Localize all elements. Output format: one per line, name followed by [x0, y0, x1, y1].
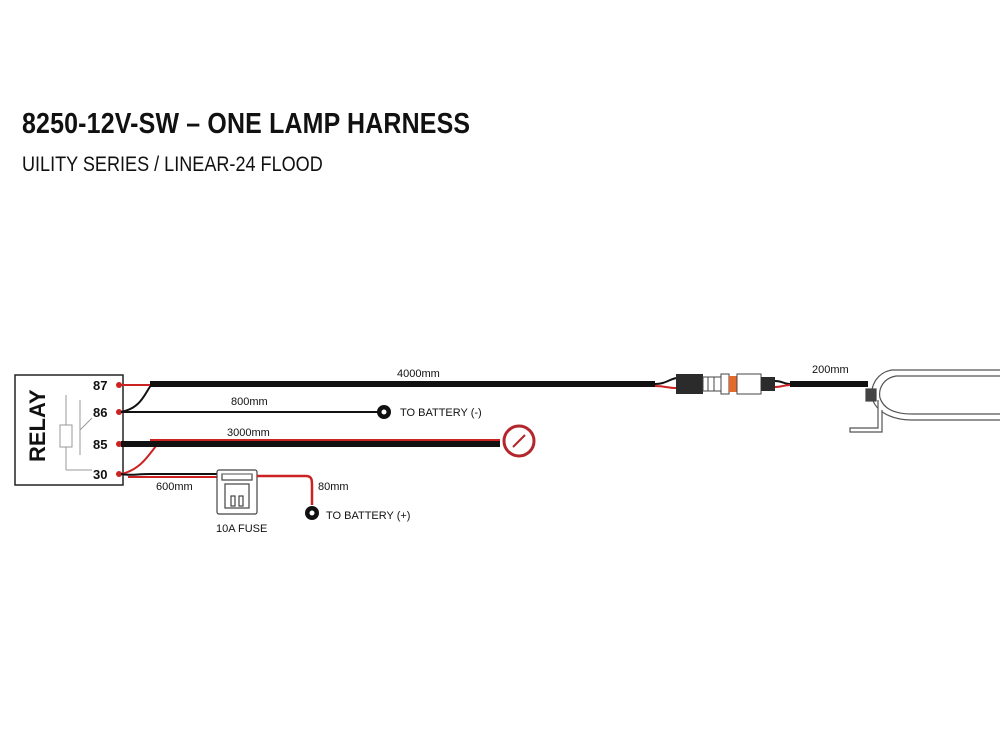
terminal-87-label: 87	[93, 378, 107, 393]
relay-label: RELAY	[25, 389, 50, 462]
lamp-lead-length: 200mm	[812, 364, 849, 376]
terminal-86-label: 86	[93, 405, 107, 420]
connector-female	[676, 374, 703, 394]
wire-85-switch: 3000mm	[120, 424, 536, 475]
wire-30-feed: 600mm 10A FUSE 80mm TO BATTERY (+)	[120, 469, 410, 535]
connector-male	[736, 373, 762, 395]
connector-seal	[729, 376, 737, 392]
terminal-30-pin	[116, 471, 122, 477]
diagram-title: 8250-12V-SW – ONE LAMP HARNESS	[22, 108, 471, 140]
terminal-87-pin	[116, 382, 122, 388]
wire-87-main: 4000mm	[120, 368, 677, 413]
relay-schematic-icon	[59, 395, 93, 471]
switch-wire-length: 3000mm	[227, 427, 270, 439]
ground-wire-length: 800mm	[231, 396, 268, 408]
wire-86-ground: 800mm TO BATTERY (-)	[121, 396, 482, 419]
fuse-holder-icon	[216, 469, 258, 515]
diagram-subtitle: UILITY SERIES / LINEAR-24 FLOOD	[22, 153, 323, 176]
terminal-30-label: 30	[93, 467, 107, 482]
terminal-85-pin	[116, 441, 122, 447]
to-battery-positive-label: TO BATTERY (+)	[326, 510, 410, 522]
main-wire-length: 4000mm	[397, 368, 440, 380]
wire-lamp-lead: 200mm	[790, 364, 868, 387]
battery-pos-wire-length: 80mm	[318, 481, 349, 493]
terminal-86-pin	[116, 409, 122, 415]
lamp-connector	[676, 373, 791, 395]
to-battery-negative-label: TO BATTERY (-)	[400, 407, 482, 419]
relay-body	[14, 374, 124, 486]
terminal-85-label: 85	[93, 437, 107, 452]
fuse-label: 10A FUSE	[216, 523, 267, 535]
relay: RELAY 87 86 85 30	[14, 374, 124, 486]
feed-wire-length: 600mm	[156, 481, 193, 493]
linear-lamp-icon	[849, 369, 1000, 433]
